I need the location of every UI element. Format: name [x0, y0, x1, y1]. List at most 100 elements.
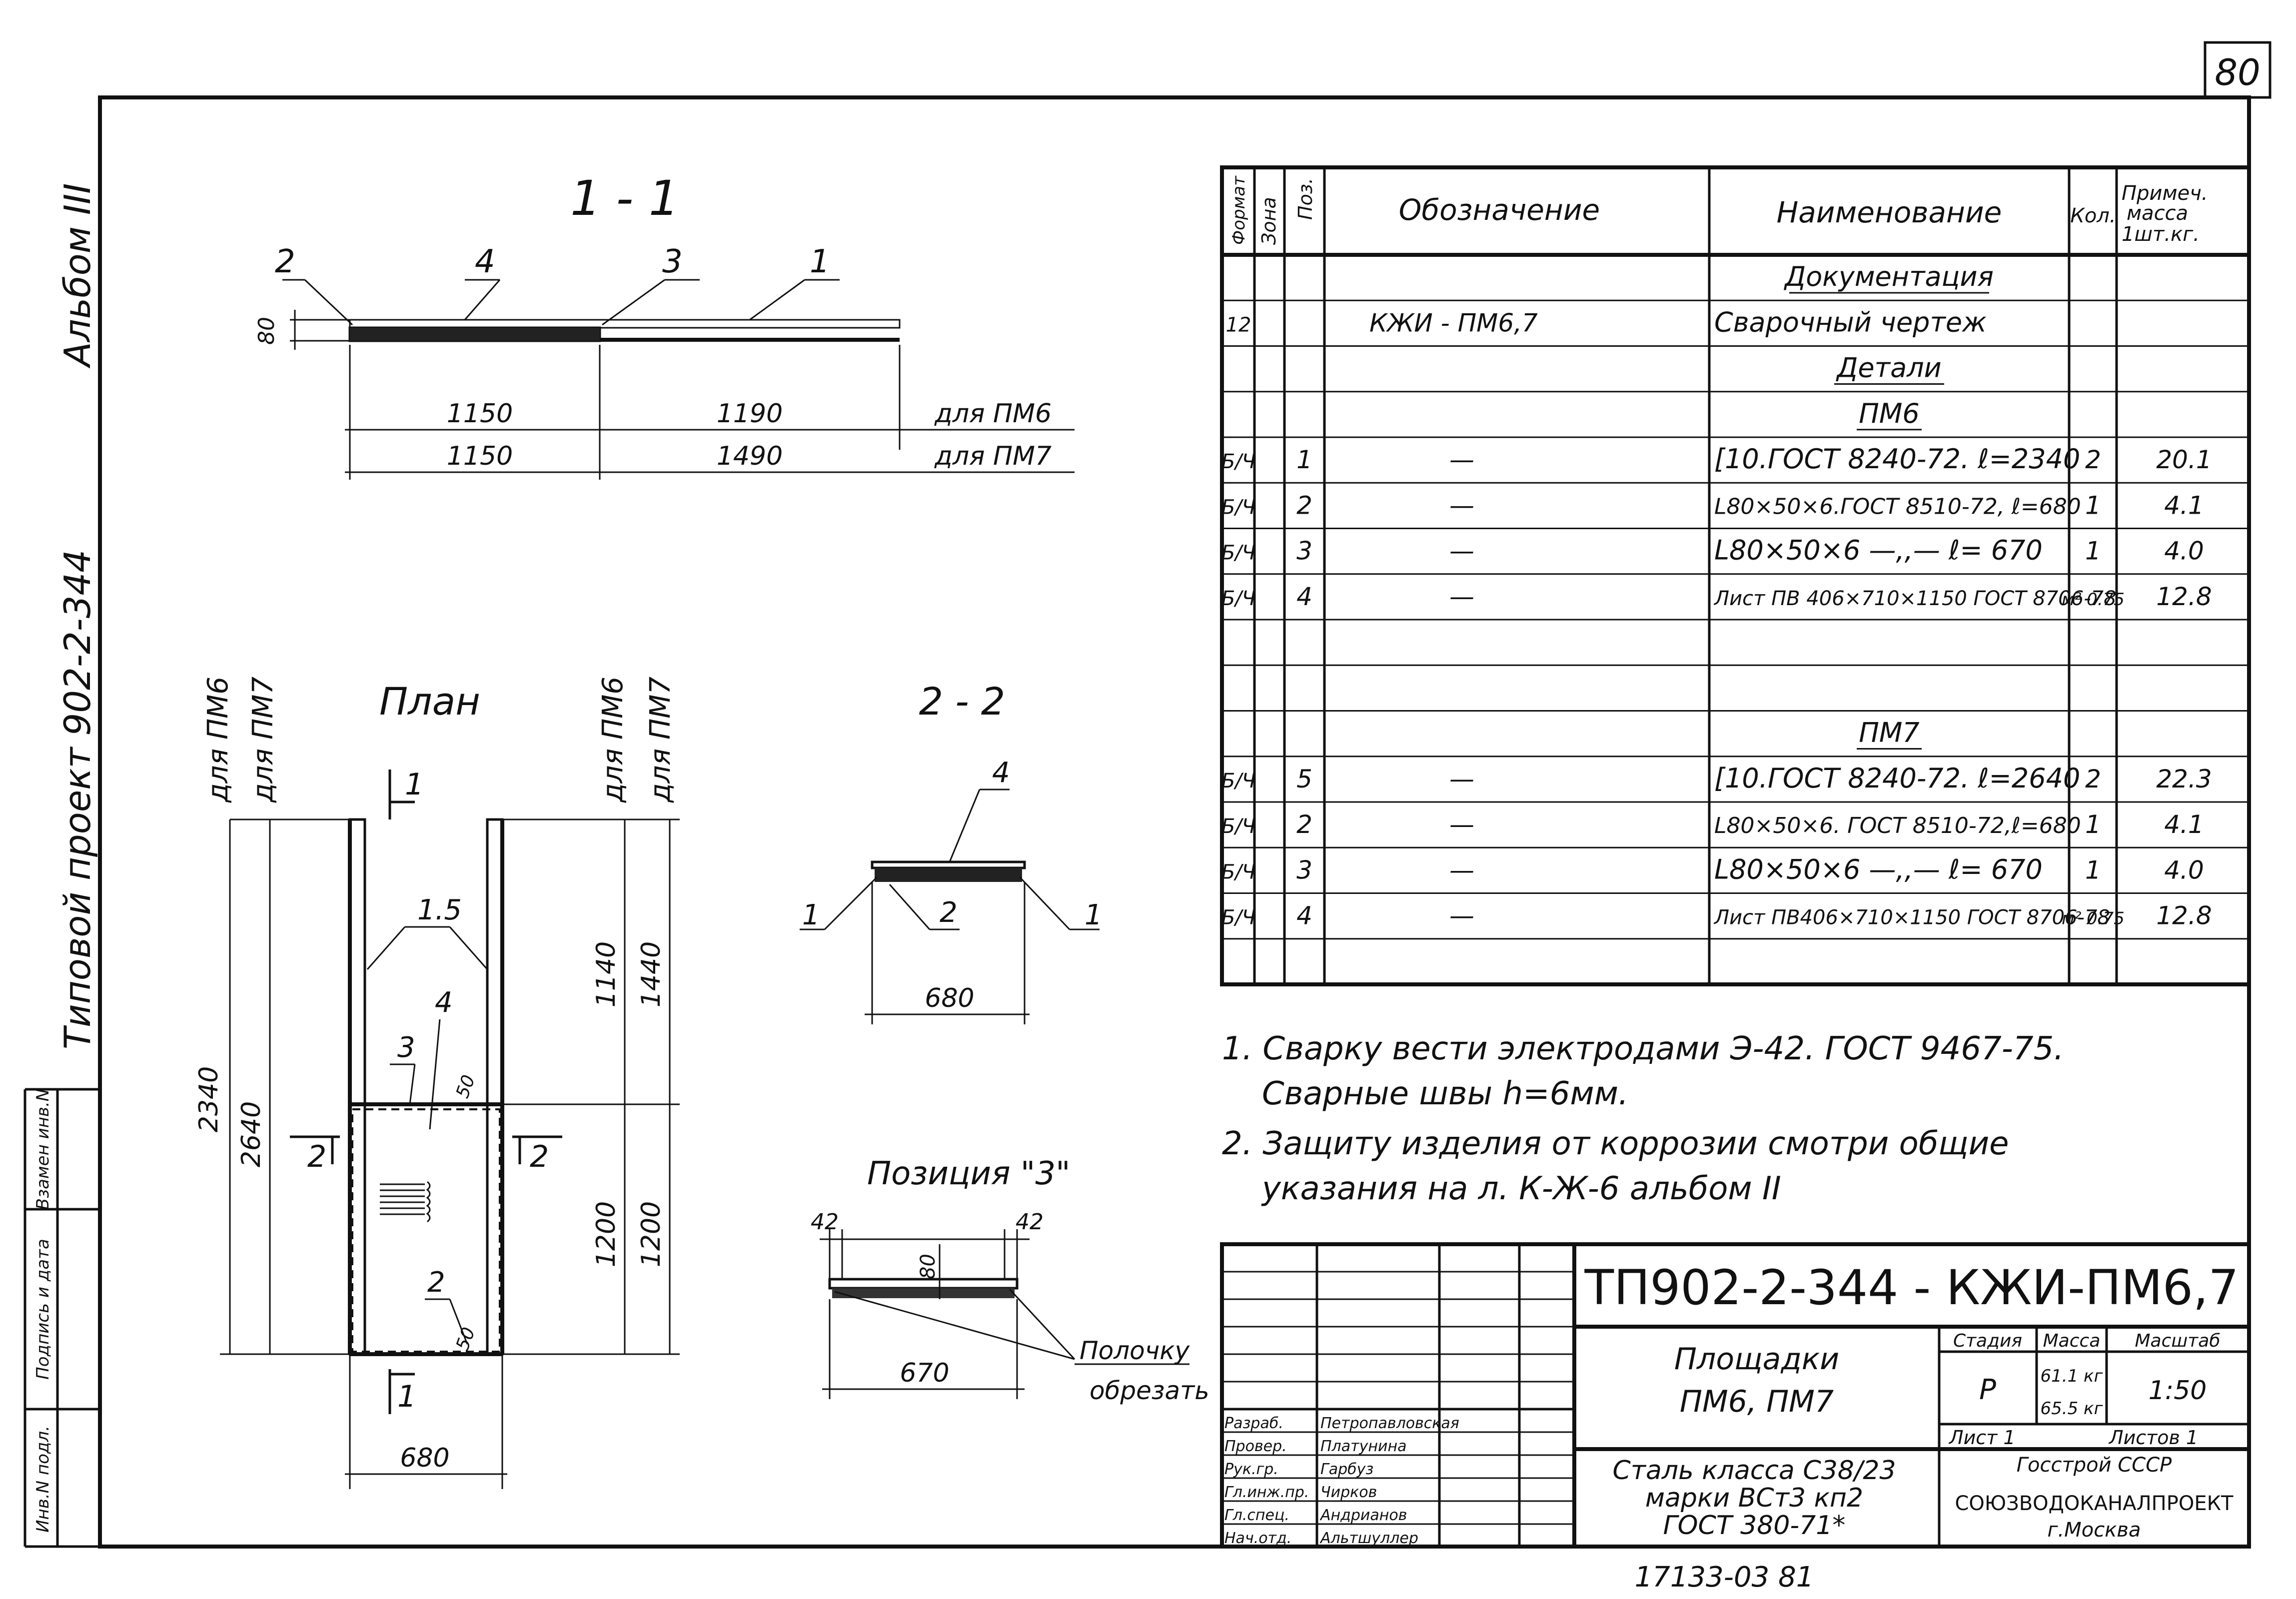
note-2b: указания на л. К-Ж-6 альбом II: [1261, 1170, 1781, 1207]
plan-left-label-pm6: для ПМ6: [202, 677, 234, 803]
spec-cell-pos: 3: [1296, 855, 1312, 884]
spec-header-qty: Кол.: [2070, 204, 2116, 227]
spec-cell-pos: 2: [1296, 810, 1312, 839]
tb-role-name: Петропавловская: [1320, 1415, 1459, 1432]
tb-role-label: Нач.отд.: [1224, 1530, 1291, 1547]
tb-sheet: Лист 1: [1948, 1427, 2016, 1449]
section-2-2-title: 2 - 2: [919, 679, 1005, 724]
spec-cell-designation: —: [1449, 855, 1474, 884]
plan-right-label-pm6: для ПМ6: [597, 677, 629, 803]
spec-cell-designation: —: [1449, 582, 1474, 611]
tb-sheets: Листов 1: [2108, 1427, 2198, 1449]
spec-cell-name: [10.ГОСТ 8240-72. ℓ=2640: [1714, 763, 2080, 794]
plan-cut-1-top: 1: [405, 767, 424, 802]
s11-row1-a: 1150: [447, 399, 513, 429]
s11-row1-b: 1190: [717, 399, 783, 429]
spec-header-zone: Зона: [1258, 197, 1280, 245]
spec-section-heading: Детали: [1836, 352, 1942, 384]
spec-cell-note: 4.0: [2164, 537, 2204, 566]
spec-cell-name: Лист ПВ406×710×1150 ГОСТ 8706-78: [1713, 906, 2110, 929]
plan-callout-1-5: 1.5: [417, 894, 462, 926]
s22-callout-4: 4: [992, 757, 1010, 789]
left-stamp-strip: Инв.N подл. Подпись и дата Взамен инв.N: [23, 1088, 100, 1548]
tb-stage-header: Стадия: [1953, 1331, 2022, 1351]
plan-callout-3: 3: [397, 1031, 415, 1064]
spec-cell-designation: —: [1449, 491, 1474, 520]
spec-cell-qty: 1: [2085, 491, 2101, 520]
plan-callout-4: 4: [435, 986, 453, 1019]
spec-cell-format: Б/Ч: [1221, 770, 1255, 793]
title-block: Разраб.ПетропавловскаяПровер.ПлатунинаРу…: [1220, 1242, 2251, 1549]
tb-org-1: Госстрой СССР: [2017, 1454, 2172, 1477]
tb-material-line2: марки ВСт3 кп2: [1645, 1483, 1863, 1513]
spec-header-note-2: масса: [2127, 202, 2188, 225]
spec-cell-name: Сварочный чертеж: [1714, 306, 1987, 338]
spec-header-designation: Обозначение: [1399, 193, 1600, 227]
spec-cell-note: 20.1: [2156, 445, 2212, 474]
spec-cell-format: Б/Ч: [1221, 496, 1255, 519]
plan-left-label-pm7: для ПМ7: [247, 677, 279, 803]
spec-cell-name: Лист ПВ 406×710×1150 ГОСТ 8706-78: [1713, 587, 2117, 610]
spec-cell-qty: 2: [2085, 445, 2101, 474]
tb-object-line1: Площадки: [1674, 1342, 1839, 1377]
tb-mass-header: Масса: [2043, 1331, 2101, 1351]
s11-row1-note: для ПМ6: [934, 399, 1052, 429]
s11-callout-2: 2: [275, 243, 295, 280]
tb-stage: Р: [1979, 1374, 1996, 1406]
tb-role-label: Разраб.: [1224, 1415, 1283, 1432]
spec-table: Формат Зона Поз. Обозначение Наименовани…: [1220, 165, 2251, 986]
spec-cell-format: 12: [1226, 313, 1251, 336]
plan-dim-1200-b: 1200: [636, 1201, 666, 1267]
pos3-dim-42-right: 42: [1016, 1209, 1044, 1235]
pos3-dim-80: 80: [917, 1254, 940, 1279]
pos3-note-line2: обрезать: [1090, 1376, 1209, 1405]
spec-cell-pos: 1: [1296, 445, 1312, 474]
spec-cell-qty: 2: [2085, 765, 2101, 794]
tb-material-line3: ГОСТ 380-71*: [1663, 1511, 1846, 1541]
spec-header-note-3: 1шт.кг.: [2122, 223, 2200, 246]
spec-cell-designation: —: [1449, 445, 1474, 474]
plan-dim-2340: 2340: [194, 1066, 224, 1132]
s22-width-680: 680: [925, 983, 974, 1013]
spec-cell-pos: 4: [1296, 901, 1312, 930]
plan-cut-2-right: 2: [530, 1139, 549, 1174]
s22-callout-1-right: 1: [1085, 899, 1103, 931]
spec-cell-name: L80×50×6 —,,— ℓ= 670: [1714, 853, 2043, 885]
s22-callout-1-left: 1: [802, 899, 820, 931]
s11-row2-b: 1490: [717, 441, 783, 471]
spec-cell-format: Б/Ч: [1221, 450, 1255, 473]
side-album-label: Альбом III: [56, 183, 98, 368]
tb-role-name: Чирков: [1320, 1484, 1377, 1501]
spec-cell-format: Б/Ч: [1221, 587, 1255, 610]
spec-header-pos: Поз.: [1294, 178, 1316, 220]
spec-cell-format: Б/Ч: [1221, 860, 1255, 883]
spec-cell-pos: 5: [1296, 765, 1312, 794]
spec-cell-name: L80×50×6.ГОСТ 8510-72, ℓ=680: [1714, 494, 2081, 519]
spec-cell-note: 4.0: [2164, 855, 2204, 884]
pos3-dim-42-left: 42: [811, 1209, 839, 1235]
tb-mass-1: 61.1 кг: [2041, 1366, 2104, 1386]
spec-cell-pos: 4: [1296, 582, 1312, 611]
spec-cell-designation: —: [1449, 810, 1474, 839]
spec-cell-format: Б/Ч: [1221, 542, 1255, 565]
stamp-replace-label: Взамен инв.N: [33, 1089, 53, 1210]
position-3-detail: Позиция "3" 42 42 80 670 Полочку обрезат…: [811, 1155, 1209, 1405]
plan-width-680: 680: [400, 1443, 449, 1473]
spec-section-heading: ПМ6: [1859, 398, 1920, 429]
plan-dim-2640: 2640: [236, 1101, 266, 1167]
spec-cell-pos: 3: [1296, 537, 1312, 566]
spec-cell-designation: —: [1449, 765, 1474, 794]
section-1-1-title: 1 - 1: [570, 170, 679, 226]
plan-dim-1140: 1140: [591, 941, 621, 1007]
pos3-note-line1: Полочку: [1080, 1336, 1190, 1365]
spec-cell-note: 4.1: [2164, 491, 2204, 520]
s11-row2-note: для ПМ7: [934, 441, 1052, 471]
spec-cell-note: 22.3: [2156, 765, 2212, 794]
position-3-title: Позиция "3": [867, 1155, 1071, 1192]
spec-cell-qty: м² 0.75: [2062, 909, 2125, 929]
stamp-inv-label: Инв.N подл.: [33, 1426, 53, 1533]
tb-role-name: Альтшуллер: [1319, 1530, 1418, 1547]
spec-section-heading: Документация: [1784, 261, 1994, 292]
spec-cell-qty: 1: [2085, 810, 2101, 839]
